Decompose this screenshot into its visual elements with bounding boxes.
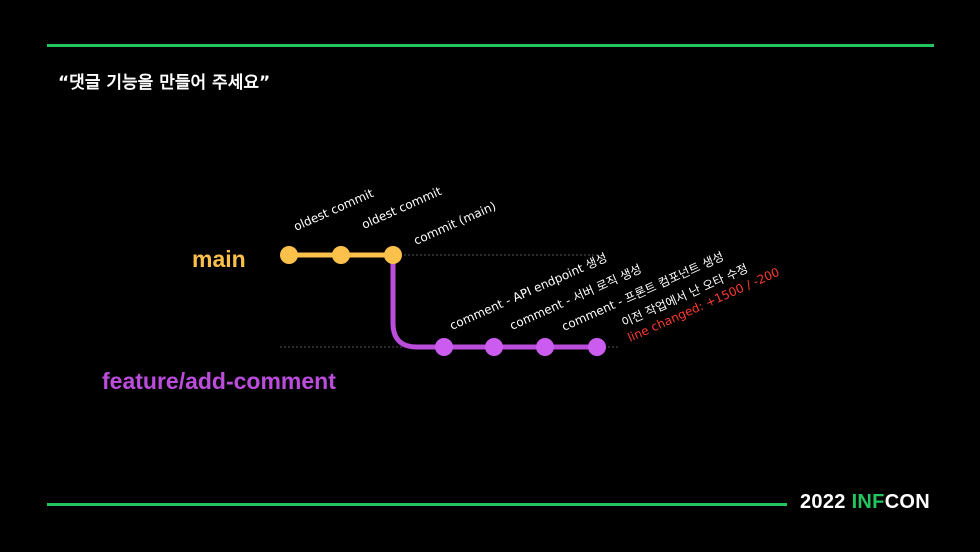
feature-commit-node <box>536 338 554 356</box>
logo-con: CON <box>884 491 931 513</box>
feature-commit-node <box>588 338 606 356</box>
main-commit-label: oldest commit <box>360 184 444 232</box>
main-commit-label: commit (main) <box>412 199 499 248</box>
main-commit-node <box>332 246 350 264</box>
infcon-logo: 2022 INFCON <box>800 491 930 514</box>
feature-commit-node <box>485 338 503 356</box>
feature-branch-line <box>390 252 600 350</box>
main-commit-node <box>280 246 298 264</box>
top-divider <box>47 44 934 47</box>
bottom-divider <box>47 503 787 506</box>
feature-commit-node <box>435 338 453 356</box>
logo-inf: INF <box>851 491 885 513</box>
slide-title: “댓글 기능을 만들어 주세요” <box>58 73 271 93</box>
main-branch-label: main <box>192 246 246 272</box>
logo-year: 2022 <box>800 491 846 513</box>
feature-branch-label: feature/add-comment <box>102 368 336 394</box>
main-commit-node <box>384 246 402 264</box>
